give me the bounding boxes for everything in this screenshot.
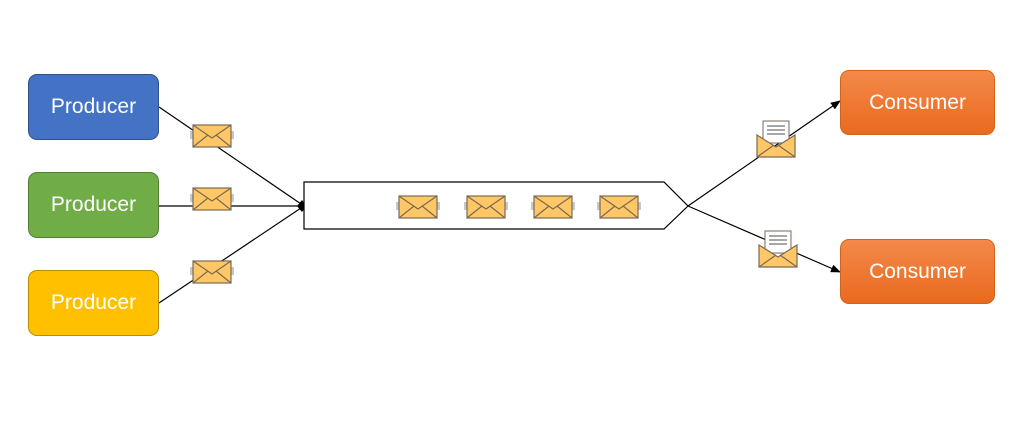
producer-label: Producer [50,193,137,216]
consumer-node-1: Consumer [840,70,995,135]
producer-node-3: Producer [28,270,159,336]
consumer-2-connector [687,205,841,273]
producer-node-1: Producer [28,74,159,140]
envelope-icon [597,195,641,219]
envelope-icon [190,260,234,284]
producer-label: Producer [50,291,137,314]
open-envelope-with-letter-icon [758,230,798,268]
consumer-node-2: Consumer [840,239,995,304]
open-envelope-with-letter-icon [756,120,796,158]
envelope-icon [190,187,234,211]
envelope-icon [464,195,508,219]
consumer-label: Consumer [869,90,966,114]
producer-node-2: Producer [28,172,159,238]
producer-label: Producer [50,95,137,118]
producer-3-connector [158,205,305,304]
consumer-label: Consumer [869,259,966,283]
producer-1-connector [158,106,305,207]
envelope-icon [396,195,440,219]
envelope-icon [531,195,575,219]
envelope-icon [190,124,234,148]
